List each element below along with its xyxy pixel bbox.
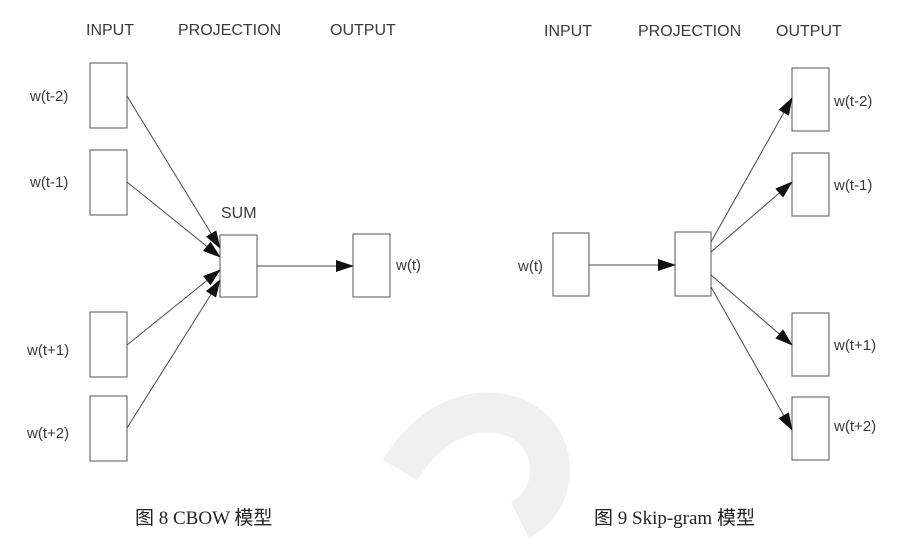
skipgram-input-box	[552, 232, 590, 297]
cbow-input-box-4	[89, 395, 128, 462]
cbow-input-label-4: w(t+2)	[26, 425, 69, 442]
cbow-output-box	[352, 233, 391, 298]
cbow-header-input: INPUT	[86, 22, 134, 39]
skipgram-diagram: INPUT PROJECTION OUTPUT w(t) w(t-2) w(t-…	[517, 23, 876, 529]
cbow-header-output: OUTPUT	[330, 22, 396, 39]
cbow-output-label: w(t)	[395, 257, 421, 274]
skipgram-edge-3	[710, 274, 793, 346]
skipgram-caption: 图 9 Skip-gram 模型	[594, 507, 755, 529]
cbow-projection-box	[219, 234, 258, 298]
skipgram-edge-1	[710, 97, 793, 243]
skipgram-edge-4	[710, 286, 793, 431]
cbow-edge-1	[126, 95, 221, 249]
cbow-header-projection: PROJECTION	[178, 22, 281, 39]
cbow-input-box-1	[89, 62, 128, 129]
cbow-input-label-1: w(t-2)	[29, 88, 68, 105]
cbow-input-label-2: w(t-1)	[29, 174, 68, 191]
skipgram-edge-2	[710, 181, 793, 253]
cbow-edge-2	[126, 181, 221, 258]
skipgram-output-box-3	[791, 312, 830, 377]
skipgram-output-label-2: w(t-1)	[833, 177, 872, 194]
cbow-projection-label: SUM	[221, 205, 257, 222]
skipgram-input-label: w(t)	[517, 258, 543, 275]
skipgram-projection-box	[674, 231, 712, 297]
cbow-input-box-3	[89, 311, 128, 378]
cbow-input-box-2	[89, 149, 128, 216]
skipgram-output-box-2	[791, 152, 830, 217]
skipgram-header-input: INPUT	[544, 23, 592, 40]
skipgram-output-label-3: w(t+1)	[833, 337, 876, 354]
skipgram-output-box-4	[791, 396, 830, 461]
skipgram-header-output: OUTPUT	[776, 23, 842, 40]
cbow-caption: 图 8 CBOW 模型	[135, 507, 272, 529]
cbow-edge-4	[126, 279, 221, 429]
cbow-diagram: INPUT PROJECTION OUTPUT w(t-2) w(t-1) w(…	[26, 22, 421, 529]
skipgram-output-box-1	[791, 67, 830, 132]
cbow-edge-3	[126, 269, 221, 346]
skipgram-output-label-4: w(t+2)	[833, 418, 876, 435]
skipgram-output-label-1: w(t-2)	[833, 93, 872, 110]
skipgram-header-projection: PROJECTION	[638, 23, 741, 40]
cbow-input-label-3: w(t+1)	[26, 342, 69, 359]
watermark	[382, 392, 570, 538]
